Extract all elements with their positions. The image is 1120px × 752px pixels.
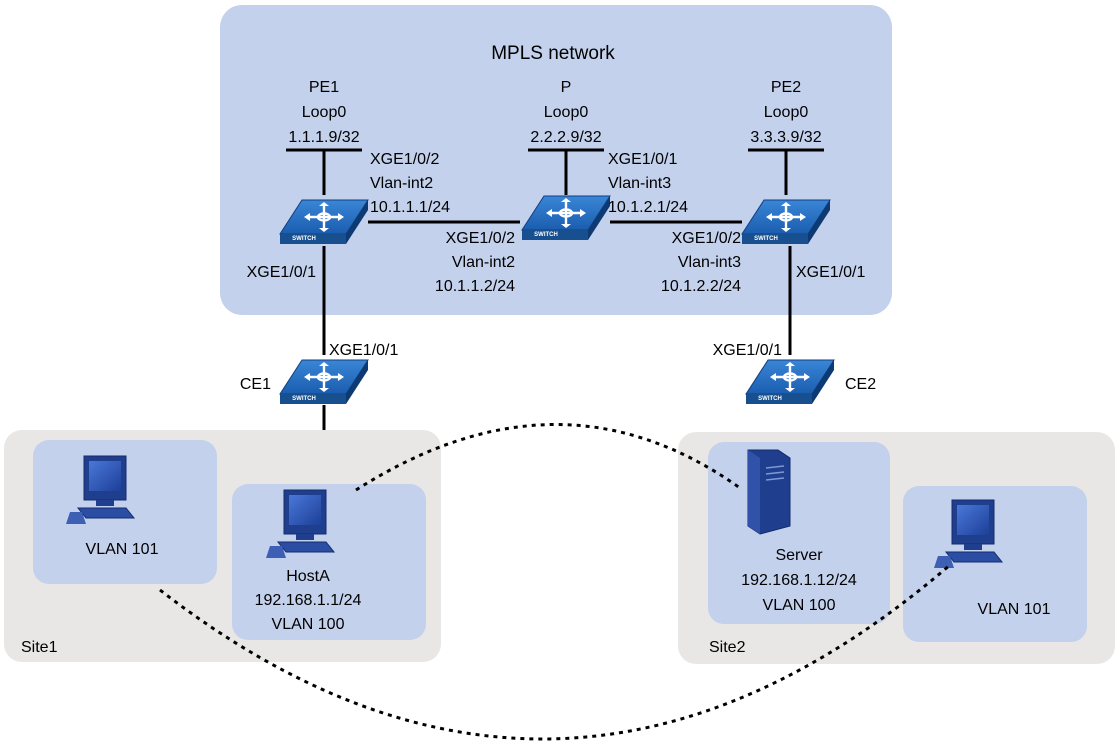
p-if-to-pe2: XGE1/0/1 [608, 151, 678, 168]
p-name: P [560, 79, 572, 96]
ce2-if-to-pe: XGE1/0/1 [712, 342, 782, 359]
site2-vlan101-label: VLAN 101 [977, 601, 1051, 618]
ce2-name: CE2 [845, 376, 877, 393]
p-vlan-to-pe1: Vlan-int2 [451, 254, 515, 271]
site1-label: Site1 [21, 639, 58, 656]
pe1-if-to-p: XGE1/0/2 [370, 151, 440, 168]
server-vlan: VLAN 100 [762, 597, 836, 614]
ce1-if-to-pe: XGE1/0/1 [329, 342, 399, 359]
site2-vlan101-zone [903, 486, 1087, 642]
dashed-link-vlan100 [355, 423, 741, 492]
hosta-name: HostA [286, 568, 330, 585]
p-loopback: Loop0 [543, 104, 589, 121]
ce2-switch-badge: SWITCH [758, 396, 782, 402]
vpn-connections [159, 423, 951, 741]
pe2-loop-ip: 3.3.3.9/32 [750, 129, 822, 146]
site1-vlan101-label: VLAN 101 [85, 541, 159, 558]
hosta-vlan: VLAN 100 [271, 616, 345, 633]
pe2-vlan-to-p: Vlan-int3 [677, 254, 741, 271]
server-ip: 192.168.1.12/24 [741, 572, 857, 589]
server-icon [747, 449, 791, 535]
p-switch-badge: SWITCH [534, 232, 558, 238]
pe2-ip-to-p: 10.1.2.2/24 [660, 278, 741, 295]
mpls-network-title: MPLS network [491, 43, 615, 64]
site2-label: Site2 [709, 639, 746, 656]
pe1-loop-ip: 1.1.1.9/32 [288, 129, 360, 146]
ce1-name: CE1 [239, 376, 271, 393]
p-ip-to-pe1: 10.1.1.2/24 [434, 278, 515, 295]
p-vlan-to-pe2: Vlan-int3 [608, 175, 672, 192]
pe1-switch-badge: SWITCH [292, 236, 316, 242]
hosta-ip: 192.168.1.1/24 [254, 592, 362, 609]
pe2-switch-badge: SWITCH [754, 236, 778, 242]
pe1-ip-to-p: 10.1.1.1/24 [370, 199, 451, 216]
pe2-loopback: Loop0 [763, 104, 809, 121]
ce1-switch-badge: SWITCH [292, 396, 316, 402]
site1-vlan100-zone [232, 484, 426, 640]
mpls-network-zone [220, 5, 892, 315]
dashed-link-vlan101 [159, 563, 951, 741]
server-name: Server [775, 547, 823, 564]
pe1-loopback: Loop0 [301, 104, 347, 121]
pe2-if-to-p: XGE1/0/2 [671, 230, 741, 247]
pe1-vlan-to-p: Vlan-int2 [370, 175, 434, 192]
p-if-to-pe1: XGE1/0/2 [445, 230, 515, 247]
pe1-name: PE1 [308, 79, 340, 96]
pe2-if-to-ce: XGE1/0/1 [796, 264, 866, 281]
pe2-name: PE2 [770, 79, 802, 96]
p-ip-to-pe2: 10.1.2.1/24 [608, 199, 689, 216]
links [286, 148, 824, 430]
p-loop-ip: 2.2.2.9/32 [530, 129, 602, 146]
pe1-if-to-ce: XGE1/0/1 [246, 264, 316, 281]
